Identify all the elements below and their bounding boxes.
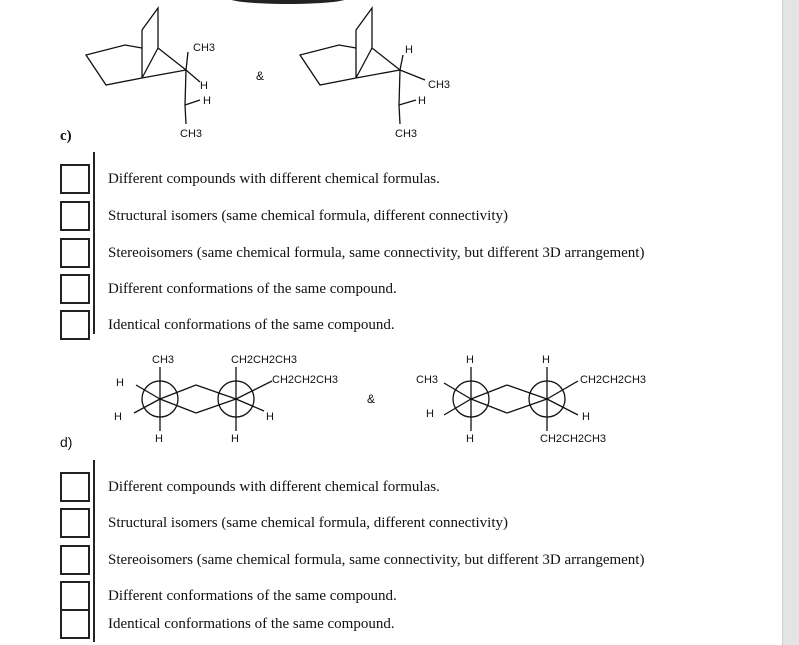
part-d-divider [93,460,95,642]
mol2-ch3-bottom: CH3 [395,128,417,140]
newman1-ch3: CH3 [152,354,174,366]
part-d-option-3[interactable]: Stereoisomers (same chemical formula, sa… [60,543,680,577]
option-text: Different conformations of the same comp… [108,280,397,297]
newman1-propyl-top: CH2CH2CH3 [231,354,297,366]
checkbox[interactable] [60,238,90,268]
part-c-option-5[interactable]: Identical conformations of the same comp… [60,308,680,342]
option-text: Structural isomers (same chemical formul… [108,207,508,224]
newman2-h-left: H [426,408,434,420]
mol1-ch3-bottom: CH3 [180,128,202,140]
checkbox[interactable] [60,274,90,304]
part-c-structures: CH3 H H CH3 & H CH3 H CH3 [84,6,450,140]
checkbox[interactable] [60,508,90,538]
newman2-propyl-bottom: CH2CH2CH3 [540,433,606,445]
option-text: Structural isomers (same chemical formul… [108,514,508,531]
newman2-h-bottom-left: H [466,433,474,445]
checkbox[interactable] [60,201,90,231]
newman1-propyl-right: CH2CH2CH3 [272,374,338,386]
newman2-h-top-right: H [542,354,550,366]
newman2-h-top-left: H [466,354,474,366]
checkbox[interactable] [60,472,90,502]
newman2-ch3: CH3 [416,374,438,386]
part-d-option-2[interactable]: Structural isomers (same chemical formul… [60,506,680,540]
newman1-h-left-bottom: H [114,411,122,423]
option-text: Different compounds with different chemi… [108,170,440,187]
part-d-structures: CH3 H H H CH2CH2CH3 CH2CH2CH3 H H & H CH… [114,354,646,445]
newman1-h-right: H [266,411,274,423]
part-c-option-1[interactable]: Different compounds with different chemi… [60,162,680,196]
part-c-option-4[interactable]: Different conformations of the same comp… [60,272,680,306]
newman1-h-bottom-right: H [231,433,239,445]
checkbox[interactable] [60,310,90,340]
mol2-ch3-right: CH3 [428,79,450,91]
checkbox[interactable] [60,164,90,194]
part-d-option-5[interactable]: Identical conformations of the same comp… [60,607,680,641]
mol1-h-lower: H [203,95,211,107]
newman2-propyl-right: CH2CH2CH3 [580,374,646,386]
option-text: Different conformations of the same comp… [108,587,397,604]
newman1-h-left-top: H [116,377,124,389]
part-c-option-2[interactable]: Structural isomers (same chemical formul… [60,199,680,233]
part-c-divider [93,152,95,334]
option-text: Different compounds with different chemi… [108,478,440,495]
mol2-h-lower: H [418,95,426,107]
option-text: Stereoisomers (same chemical formula, sa… [108,551,645,568]
newman1-h-bottom-left: H [155,433,163,445]
checkbox[interactable] [60,545,90,575]
option-text: Identical conformations of the same comp… [108,615,395,632]
part-d-ampersand: & [367,392,375,406]
top-edge-artifact [228,0,348,4]
newman2-h-right: H [582,411,590,423]
part-c-label: c) [60,128,72,144]
option-text: Stereoisomers (same chemical formula, sa… [108,244,645,261]
mol1-ch3-top: CH3 [193,42,215,54]
mol1-h-right: H [200,80,208,92]
part-d-label: d) [60,434,73,450]
checkbox[interactable] [60,609,90,639]
mol2-h-top: H [405,44,413,56]
part-c-option-3[interactable]: Stereoisomers (same chemical formula, sa… [60,236,680,270]
scrollbar-track[interactable] [782,0,799,645]
part-d-option-1[interactable]: Different compounds with different chemi… [60,470,680,504]
part-c-ampersand: & [256,69,264,83]
option-text: Identical conformations of the same comp… [108,316,395,333]
